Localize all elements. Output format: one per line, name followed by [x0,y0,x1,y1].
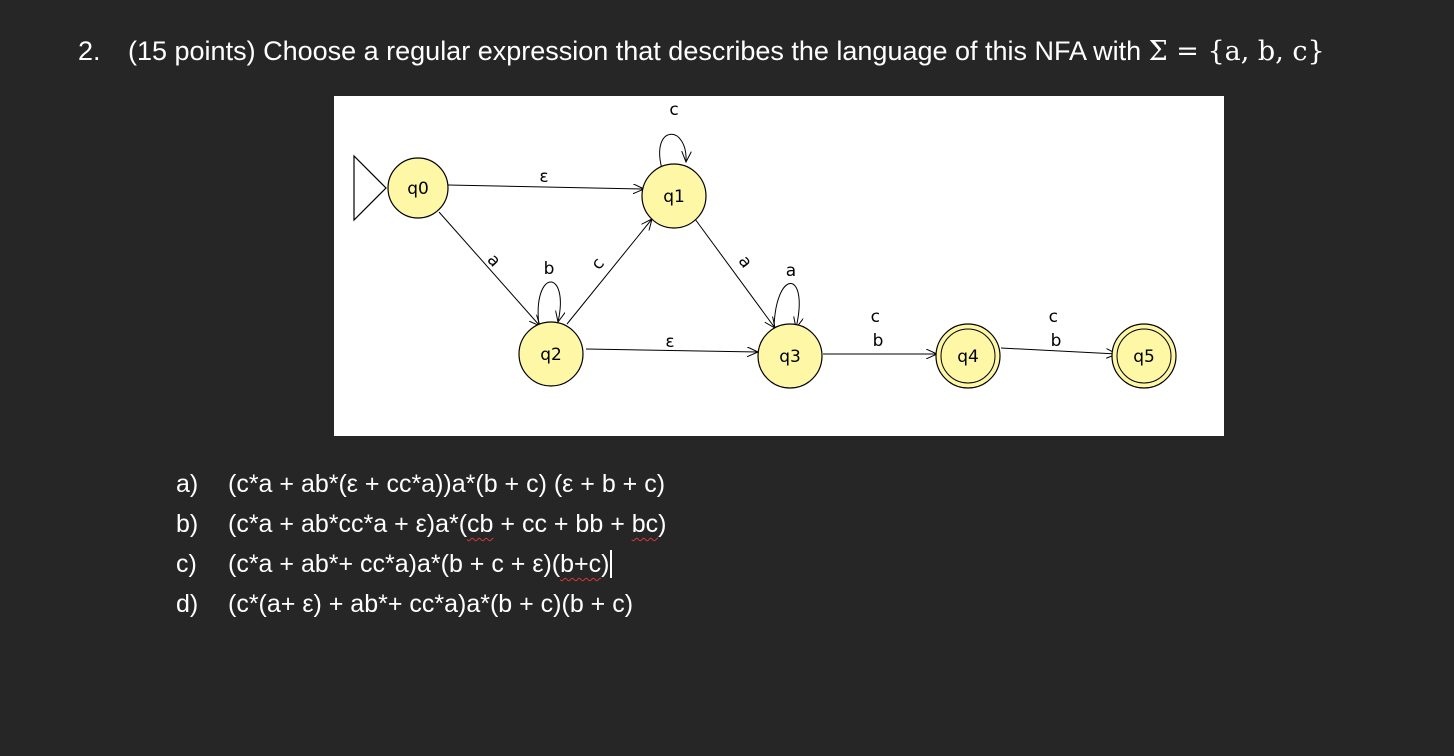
state-q1: q1 [641,163,707,229]
option-d[interactable]: d) (c*(a+ ε) + ab*+ cc*a)a*(b + c)(b + c) [176,584,666,624]
spellcheck-underline: b+c [560,550,602,578]
option-expression-part: (c*a + ab*cc*a + ε)a*( [228,510,468,538]
spellcheck-underline: cb [467,510,494,538]
label-q3-loop: a [786,261,796,281]
label-q1-q3: a [734,252,756,272]
label-q3-q4: c b [871,307,886,351]
state-q5-accept-ring [1116,328,1172,384]
state-q2: q2 [518,321,584,387]
label-q1-loop: c [669,100,678,120]
svg-text:q2: q2 [540,345,562,365]
svg-text:q3: q3 [779,347,801,367]
nfa-diagram: ε a c b c a ε a c b c b q0 q1 q2 q3 [334,96,1224,436]
label-q3-q4-line1: c [871,307,880,327]
label-q2-q1: c [587,254,609,274]
question-number: 2. [78,36,101,66]
answer-options: a) (c*a + ab*(ε + cc*a))a*(b + c) (ε + b … [176,464,666,624]
label-q3-q4-line2: b [873,331,884,351]
alphabet-math: Σ = {a, b, c} [1148,36,1325,67]
option-letter: a) [176,470,199,498]
option-expression: (c*(a+ ε) + ab*+ cc*a)a*(b + c)(b + c) [228,590,634,618]
svg-text:q0: q0 [407,179,429,199]
edge-q1-q3 [694,218,775,328]
option-expression-part: (c*a + ab*+ cc*a)a*(b + c + ε)( [228,550,561,578]
option-b[interactable]: b) (c*a + ab*cc*a + ε)a*(cb + cc + bb + b… [176,504,666,544]
svg-text:q4: q4 [957,347,979,367]
svg-text:q1: q1 [663,187,685,207]
label-q4-q5-line2: b [1051,331,1062,351]
option-letter: d) [176,590,199,618]
loop-q3 [773,283,799,333]
label-q0-q2: a [483,250,505,271]
label-q2-q3: ε [665,332,674,352]
question-text: (15 points) Choose a regular expression … [128,36,1149,66]
svg-text:q5: q5 [1133,347,1155,367]
text-cursor: ) [601,550,613,578]
state-q4: q4 [935,323,1001,389]
loop-q2 [537,281,560,327]
edge-q0-q2 [438,211,540,326]
spellcheck-underline: bc [631,510,659,538]
option-expression-part: + cc + bb + [493,510,632,538]
edge-q0-q1 [447,185,644,189]
edge-q4-q5 [1000,347,1117,354]
option-letter: b) [176,510,199,538]
edge-q2-q3 [585,349,758,352]
option-letter: c) [176,550,197,578]
state-q5: q5 [1111,323,1177,389]
label-q2-loop: b [544,259,555,279]
option-c[interactable]: c) (c*a + ab*+ cc*a)a*(b + c + ε)(b+c) [176,544,666,584]
state-q3: q3 [757,323,823,389]
option-a[interactable]: a) (c*a + ab*(ε + cc*a))a*(b + c) (ε + b … [176,464,666,504]
start-marker [353,154,387,222]
edge-q2-q1 [566,219,652,325]
option-expression: (c*a + ab*(ε + cc*a))a*(b + c) (ε + b + … [228,470,666,498]
label-q4-q5-line1: c [1049,307,1058,327]
state-q4-accept-ring [940,328,996,384]
state-q0: q0 [387,157,449,219]
label-q0-q1: ε [539,167,548,187]
question-prompt: 2. (15 points) Choose a regular expressio… [78,36,1325,67]
label-q4-q5: c b [1049,307,1064,351]
option-expression-part: ) [658,510,667,538]
loop-q1 [659,133,686,170]
